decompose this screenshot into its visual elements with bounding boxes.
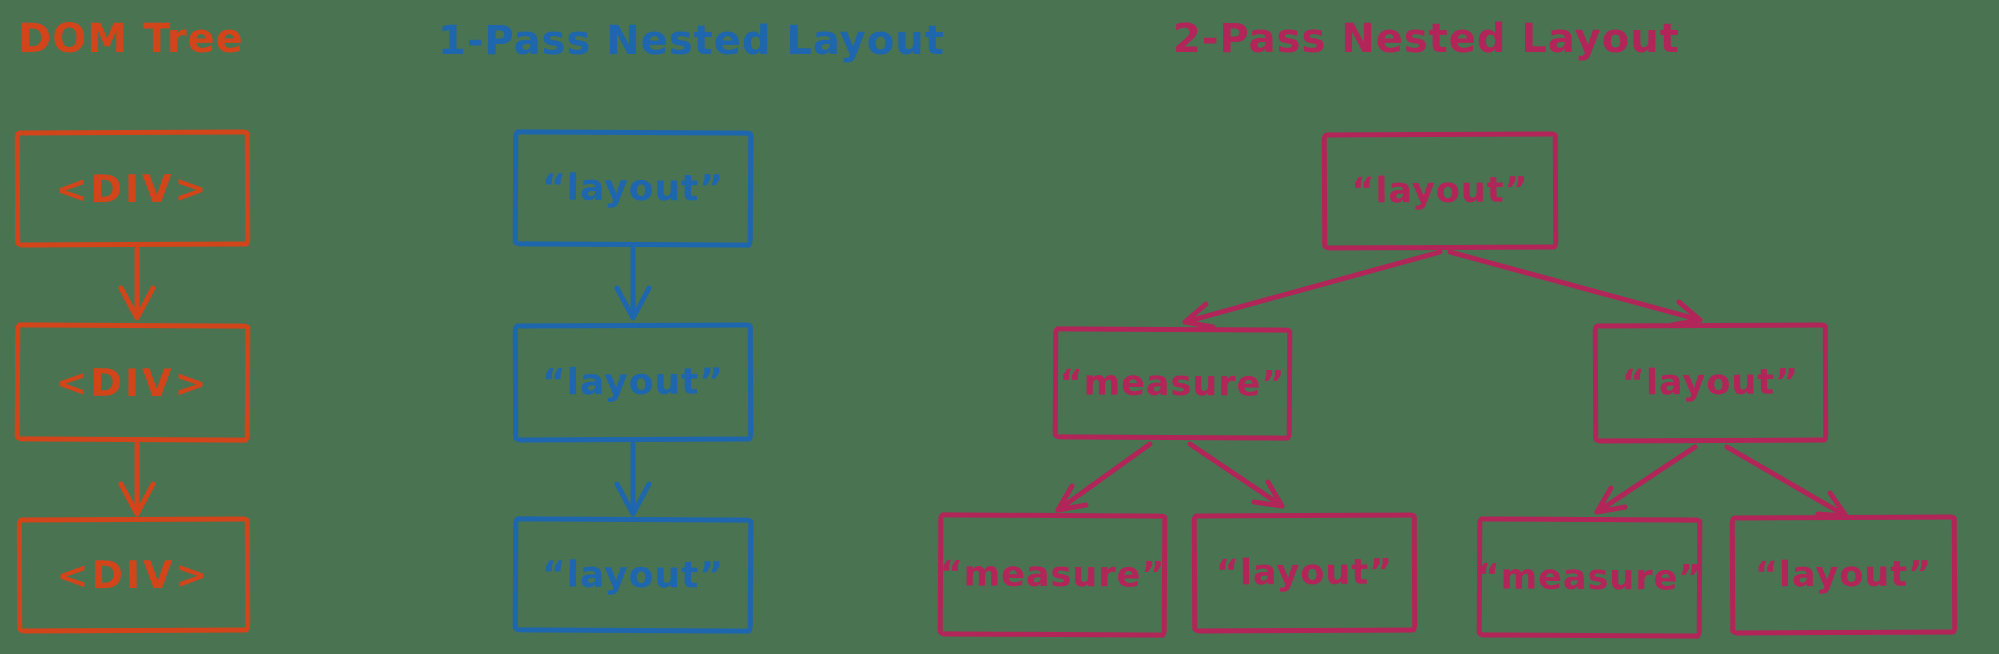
two-pass-root-layout-node: “layout” <box>1321 131 1559 251</box>
two-pass-leaf-layout-node-2: “layout” <box>1729 514 1958 636</box>
arrow-dom-1-to-2-icon <box>118 246 156 321</box>
two-pass-leaf-measure-node-2: “measure” <box>1477 516 1702 639</box>
two-pass-mid-measure-node: “measure” <box>1052 326 1293 441</box>
arrow-layout-to-leaf-layout-icon <box>1724 444 1849 519</box>
one-pass-node-1: “layout” <box>512 129 754 248</box>
arrow-root-to-measure-icon <box>1182 249 1443 330</box>
arrow-dom-2-to-3-icon <box>118 441 156 517</box>
one-pass-node-2: “layout” <box>512 322 754 443</box>
section-title-dom-tree: DOM Tree <box>18 16 244 62</box>
arrow-onepass-2-to-3-icon <box>614 441 652 517</box>
arrow-onepass-1-to-2-icon <box>614 246 652 321</box>
arrow-root-to-layout-icon <box>1447 249 1703 328</box>
one-pass-node-3: “layout” <box>512 516 754 634</box>
dom-tree-node-1: <DIV> <box>14 129 251 248</box>
arrow-measure-to-leaf-measure-icon <box>1055 441 1153 513</box>
two-pass-leaf-layout-node-1: “layout” <box>1191 512 1418 634</box>
two-pass-mid-layout-node: “layout” <box>1592 322 1829 444</box>
section-title-2-pass-nested-layout: 2-Pass Nested Layout <box>1173 16 1680 62</box>
dom-tree-node-3: <DIV> <box>16 516 251 634</box>
arrow-layout-to-leaf-measure-icon <box>1594 444 1698 515</box>
arrow-measure-to-leaf-layout-icon <box>1187 441 1285 509</box>
two-pass-leaf-measure-node-1: “measure” <box>937 512 1168 638</box>
section-title-1-pass-nested-layout: 1-Pass Nested Layout <box>438 18 945 64</box>
dom-tree-node-2: <DIV> <box>14 322 251 443</box>
